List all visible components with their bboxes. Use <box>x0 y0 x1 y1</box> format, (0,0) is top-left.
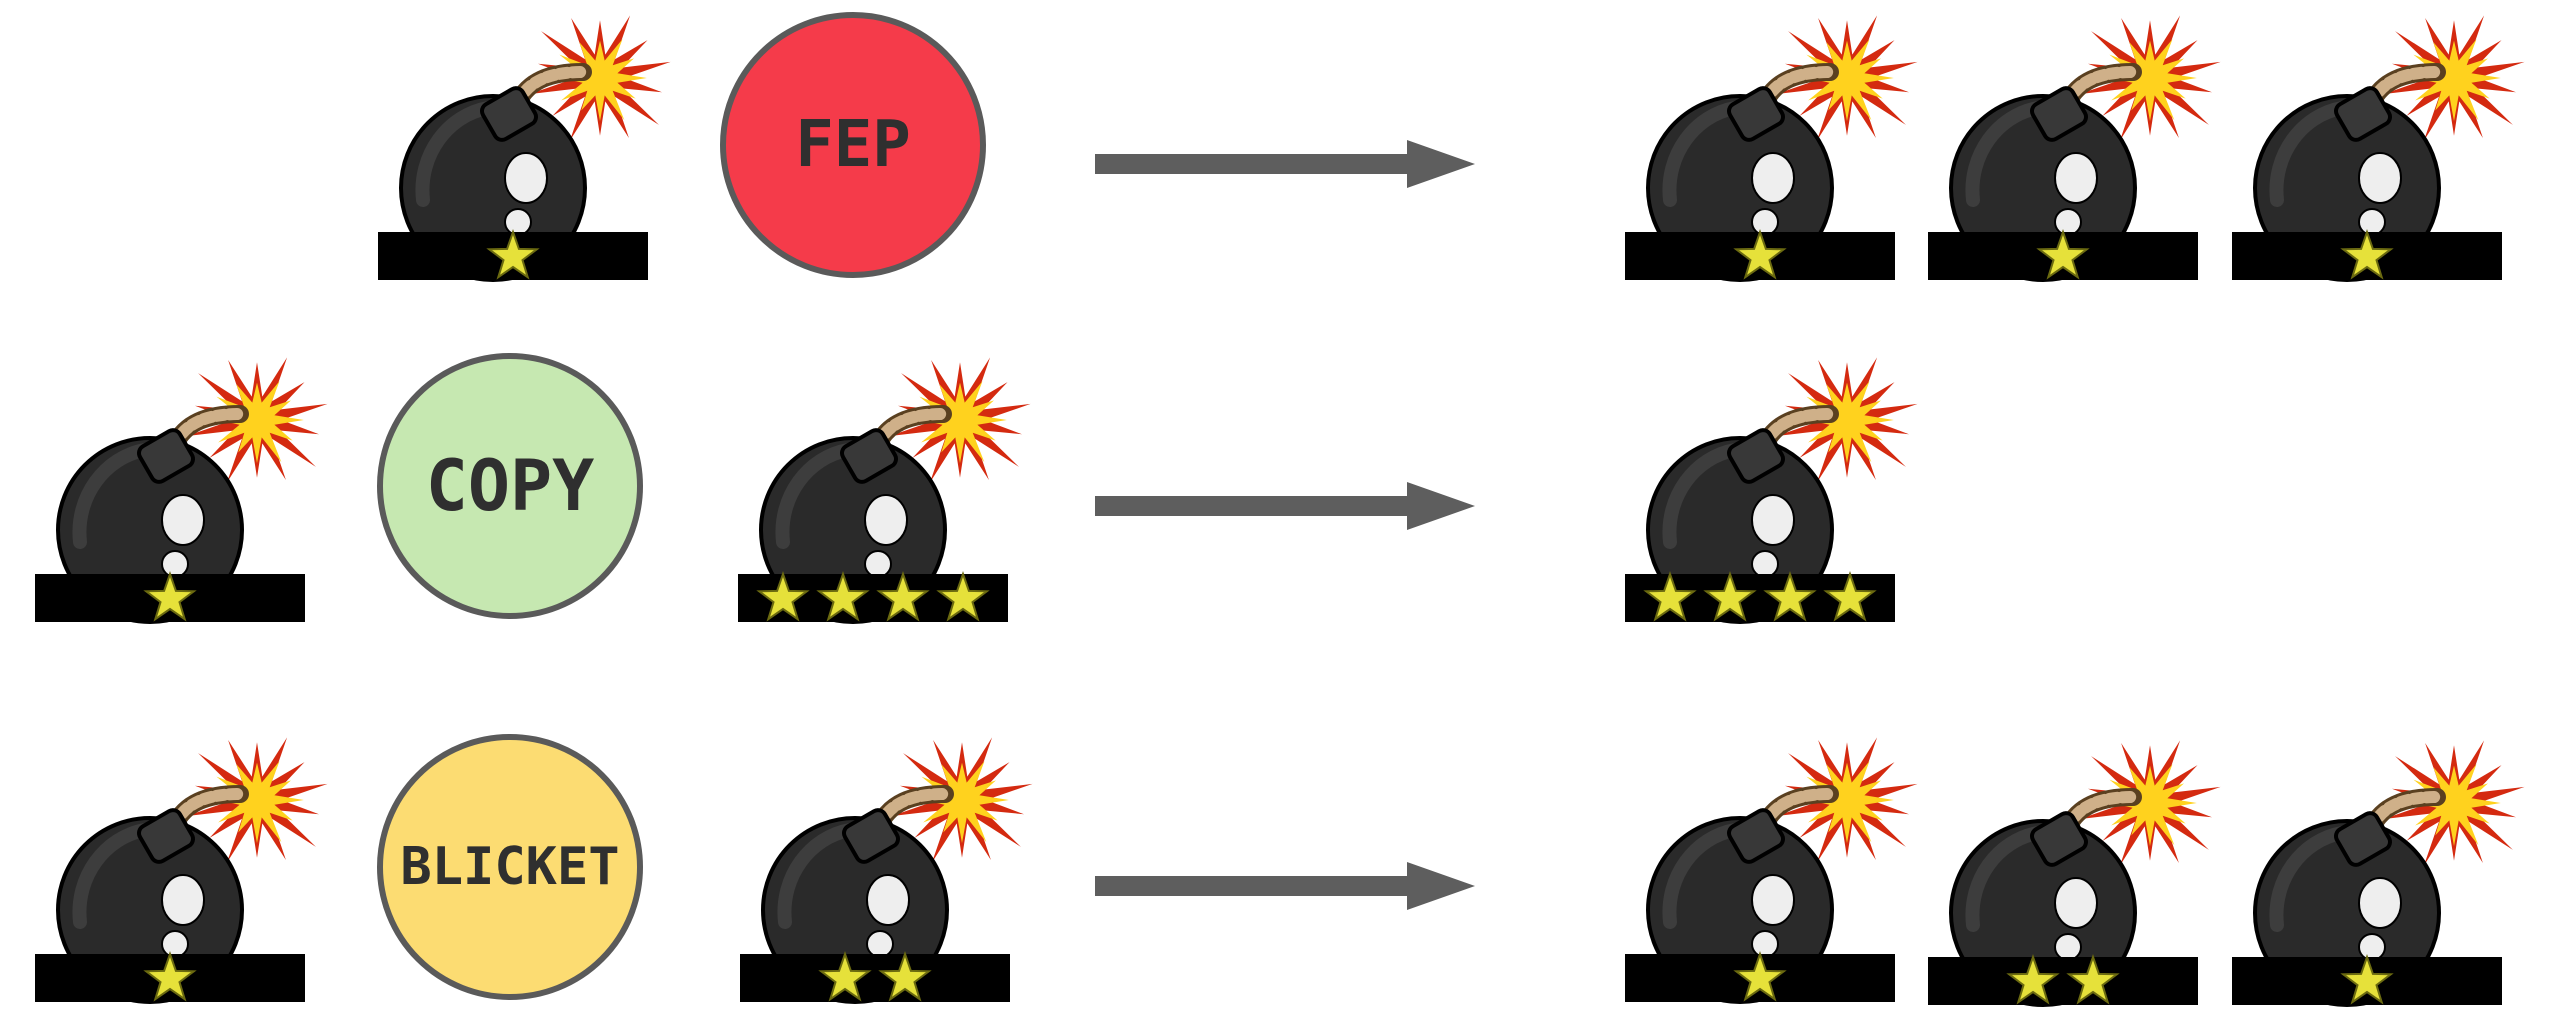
star-icon <box>818 950 872 1002</box>
star-icon <box>936 570 990 622</box>
bomb-icon <box>2232 10 2525 290</box>
star-icon <box>878 950 932 1002</box>
bomb-icon <box>1928 10 2221 290</box>
bomb-icon <box>378 10 671 290</box>
bomb-icon <box>35 732 328 1012</box>
star-icon <box>143 950 197 1002</box>
star-icon <box>2066 953 2120 1005</box>
star-icon <box>1733 950 1787 1002</box>
bomb-icon <box>2232 735 2525 1015</box>
bomb-icon <box>1928 735 2221 1015</box>
star-icon <box>756 570 810 622</box>
operator-label: BLICKET <box>400 837 620 897</box>
right-arrow-icon <box>1095 140 1475 188</box>
right-arrow-icon <box>1095 482 1475 530</box>
star-icon <box>486 228 540 280</box>
star-icon <box>876 570 930 622</box>
bomb-icon <box>1625 352 1918 632</box>
star-icon <box>816 570 870 622</box>
operator-label: COPY <box>425 445 595 527</box>
star-icon <box>2036 228 2090 280</box>
blicket-operator: BLICKET <box>377 734 643 1000</box>
bomb-icon <box>35 352 328 632</box>
star-icon <box>2006 953 2060 1005</box>
star-icon <box>1823 570 1877 622</box>
star-icon <box>1643 570 1697 622</box>
star-icon <box>2340 953 2394 1005</box>
operator-label: FEP <box>795 108 911 182</box>
star-icon <box>143 570 197 622</box>
star-icon <box>1703 570 1757 622</box>
bomb-icon <box>1625 732 1918 1012</box>
bomb-icon <box>740 732 1033 1012</box>
star-icon <box>2340 228 2394 280</box>
bomb-icon <box>1625 10 1918 290</box>
star-icon <box>1733 228 1787 280</box>
star-icon <box>1763 570 1817 622</box>
right-arrow-icon <box>1095 862 1475 910</box>
fep-operator: FEP <box>720 12 986 278</box>
bomb-icon <box>738 352 1031 632</box>
copy-operator: COPY <box>377 353 643 619</box>
